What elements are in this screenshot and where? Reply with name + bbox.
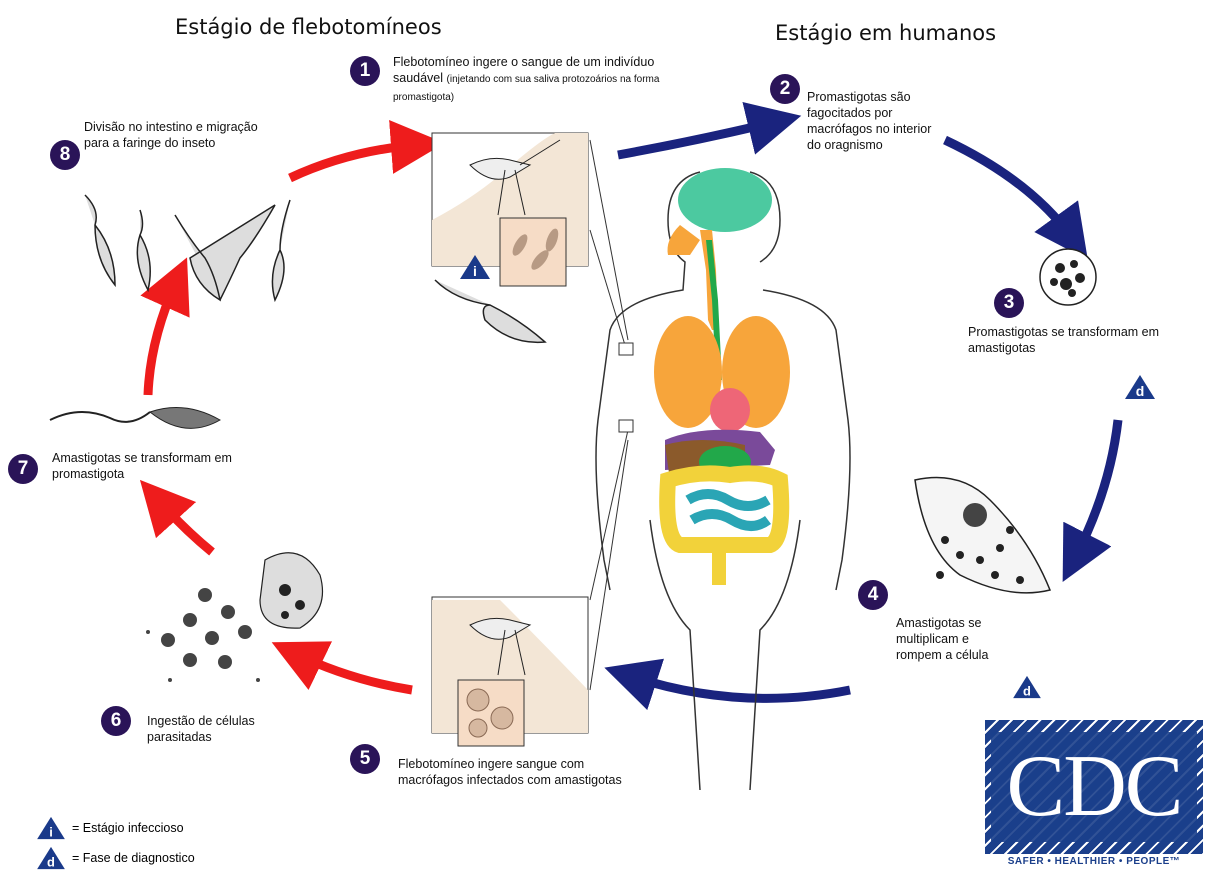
sandfly-feeding-panel-top xyxy=(432,133,628,355)
diagnostic-stage-marker-4: d xyxy=(1012,675,1042,704)
step-1-badge: 1 xyxy=(350,56,380,86)
step-4-badge: 4 xyxy=(858,580,888,610)
diagnostic-marker-letter: d xyxy=(1023,683,1031,698)
step-2-badge: 2 xyxy=(770,74,800,104)
diagnostic-marker-letter: d xyxy=(1136,383,1145,399)
arrow-3-to-4 xyxy=(1075,420,1118,558)
cdc-logo: CDC xyxy=(985,720,1203,854)
macrophage-step-3 xyxy=(1040,249,1096,305)
legend-diagnostic-letter: d xyxy=(47,854,55,869)
infective-stage-marker: i xyxy=(459,254,491,285)
cdc-logo-tagline: SAFER • HEALTHIER • PEOPLE™ xyxy=(985,856,1203,867)
step-6-text: Ingestão de células parasitadas xyxy=(147,713,287,745)
step-3-text: Promastigotas se transformam em amastigo… xyxy=(968,324,1208,356)
step-2-text: Promastigotas são fagocitados por macróf… xyxy=(807,89,933,153)
arrow-7-to-8 xyxy=(148,282,176,395)
cdc-logo-text: CDC xyxy=(1007,743,1182,831)
diagnostic-stage-marker-3: d xyxy=(1124,374,1156,405)
step-7-text: Amastigotas se transformam em promastigo… xyxy=(52,450,282,482)
legend-infective-letter: i xyxy=(49,824,53,839)
arrow-6-to-7 xyxy=(158,500,212,552)
arrow-4-to-5 xyxy=(630,676,850,698)
legend-infective-label: = Estágio infeccioso xyxy=(72,821,184,835)
infective-marker-letter: i xyxy=(473,263,477,279)
arrow-2-to-3 xyxy=(945,140,1072,238)
sandfly-feeding-panel-bottom xyxy=(432,430,628,746)
step-8-badge: 8 xyxy=(50,140,80,170)
step-1-text: Flebotomíneo ingere o sangue de um indiv… xyxy=(393,54,693,106)
promastigote-step-7 xyxy=(50,408,220,429)
step-5-badge: 5 xyxy=(350,744,380,774)
arrow-5-to-6 xyxy=(296,654,412,690)
sandfly-stage-heading: Estágio de flebotomíneos xyxy=(175,15,442,39)
step-7-badge: 7 xyxy=(8,454,38,484)
legend-diagnostic-marker: d xyxy=(36,846,66,872)
parasitized-cells-step-6 xyxy=(146,553,323,682)
legend-infective-marker: i xyxy=(36,816,66,845)
step-8-text: Divisão no intestino e migração para a f… xyxy=(84,119,284,151)
step-3-badge: 3 xyxy=(994,288,1024,318)
legend-diagnostic-label: = Fase de diagnostico xyxy=(72,851,195,865)
step-5-text: Flebotomíneo ingere sangue com macrófago… xyxy=(398,756,643,788)
arrow-1-to-2 xyxy=(618,122,775,155)
step-6-badge: 6 xyxy=(101,706,131,736)
cdc-logo-panel: CDC xyxy=(991,732,1197,842)
infected-cell-step-4 xyxy=(915,478,1050,593)
step-4-text: Amastigotas se multiplicam e rompem a cé… xyxy=(896,615,1006,663)
human-stage-heading: Estágio em humanos xyxy=(775,21,996,45)
arrow-8-to-1 xyxy=(290,145,418,178)
